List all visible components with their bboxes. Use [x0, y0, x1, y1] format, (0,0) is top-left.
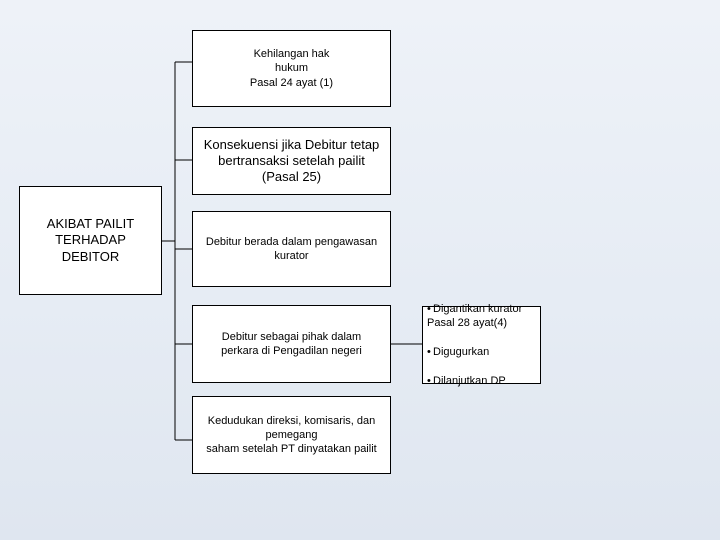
note-item: •Dilanjutkan DP — [427, 374, 522, 388]
note-item: •Digugurkan — [427, 345, 522, 359]
note-item-text: Dilanjutkan DP — [433, 374, 506, 387]
note-item: •Digantikan kurator Pasal 28 ayat(4) — [427, 302, 522, 331]
child-box-pihak-perkara: Debitur sebagai pihak dalam perkara di P… — [192, 305, 391, 383]
bullet-icon: • — [427, 346, 431, 358]
root-box-akibat-pailit: AKIBAT PAILIT TERHADAP DEBITOR — [19, 186, 162, 295]
child-box-konsekuensi-transaksi: Konsekuensi jika Debitur tetap bertransa… — [192, 127, 391, 195]
note-box-perkara-outcomes: •Digantikan kurator Pasal 28 ayat(4) •Di… — [422, 303, 541, 387]
child-box-kedudukan-direksi: Kedudukan direksi, komisaris, dan pemega… — [192, 396, 391, 474]
note-item-text: Digantikan kurator Pasal 28 ayat(4) — [427, 303, 523, 330]
child-box-kehilangan-hak: Kehilangan hak hukum Pasal 24 ayat (1) — [192, 30, 391, 107]
bullet-icon: • — [427, 374, 431, 387]
note-list: •Digantikan kurator Pasal 28 ayat(4) •Di… — [427, 288, 522, 402]
bullet-icon: • — [427, 303, 431, 316]
child-box-pengawasan-kurator: Debitur berada dalam pengawasan kurator — [192, 211, 391, 287]
note-item-text: Digugurkan — [433, 346, 490, 358]
